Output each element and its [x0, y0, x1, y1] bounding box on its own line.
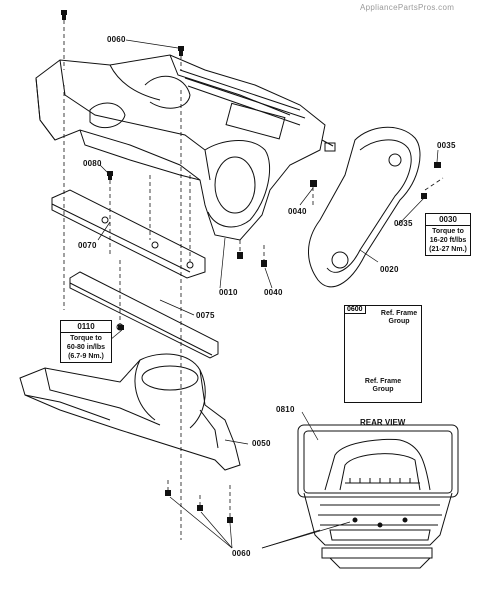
- ref-frame-top-line2: Group: [388, 318, 410, 325]
- ref-frame-bottom-label: Ref. Frame Group: [355, 378, 411, 394]
- bracket-0070: [51, 189, 206, 279]
- part-label-0080: 0080: [83, 159, 102, 168]
- main-housing-0010: [35, 54, 336, 241]
- torque-box-0030-id: 0030: [426, 214, 470, 226]
- part-label-0040-a: 0040: [288, 207, 307, 216]
- torque-box-0030-line3: (21-27 Nm.): [429, 246, 467, 253]
- rear-view-frame: [297, 424, 459, 569]
- screw-0035: [421, 162, 441, 199]
- ref-frame-id: 0600: [345, 306, 366, 314]
- ref-frame-box: 0600 Ref. Frame Group Ref. Frame Group: [344, 305, 422, 403]
- torque-box-0030-line2: 16-20 ft/lbs: [429, 237, 467, 244]
- part-label-0075: 0075: [196, 311, 215, 320]
- torque-box-0110-line1: Torque to: [70, 335, 102, 342]
- part-label-0050: 0050: [252, 439, 271, 448]
- screw-0060-top: [61, 10, 184, 56]
- belt-cover-0020: [308, 126, 421, 288]
- torque-box-0030-line1: Torque to: [432, 228, 464, 235]
- nut-0110: [118, 325, 124, 330]
- part-label-0020: 0020: [380, 265, 399, 274]
- rear-view-label: REAR VIEW: [360, 418, 406, 427]
- torque-box-0030: 0030 Torque to 16-20 ft/lbs (21-27 Nm.): [425, 213, 471, 256]
- torque-box-0110-line3: (6.7-9 Nm.): [68, 353, 104, 360]
- screw-0060-bottom: [165, 490, 233, 523]
- ref-frame-bottom-line2: Group: [372, 386, 394, 393]
- ref-frame-top-label: Ref. Frame Group: [379, 310, 419, 326]
- part-label-0070: 0070: [78, 241, 97, 250]
- part-label-0035-a: 0035: [437, 141, 456, 150]
- torque-box-0110: 0110 Torque to 60-80 in/lbs (6.7-9 Nm.): [60, 320, 112, 363]
- chute-base-0050: [19, 353, 241, 471]
- torque-box-0110-id: 0110: [61, 321, 111, 333]
- screw-0080: [107, 171, 113, 180]
- watermark: AppliancePartsPros.com: [360, 3, 455, 12]
- part-label-0060-bottom: 0060: [232, 549, 251, 558]
- part-label-0810: 0810: [276, 405, 295, 414]
- part-label-0040-b: 0040: [264, 288, 283, 297]
- ref-frame-bottom-line1: Ref. Frame: [364, 378, 402, 385]
- assembly-guide-lines: [63, 20, 444, 540]
- torque-box-0110-line2: 60-80 in/lbs: [66, 344, 106, 351]
- part-label-0060-top: 0060: [107, 35, 126, 44]
- leader-lines: [97, 39, 439, 549]
- ref-frame-top-line1: Ref. Frame: [380, 310, 418, 317]
- part-label-0010: 0010: [219, 288, 238, 297]
- part-label-0035-b: 0035: [394, 219, 413, 228]
- screw-0040: [237, 180, 317, 267]
